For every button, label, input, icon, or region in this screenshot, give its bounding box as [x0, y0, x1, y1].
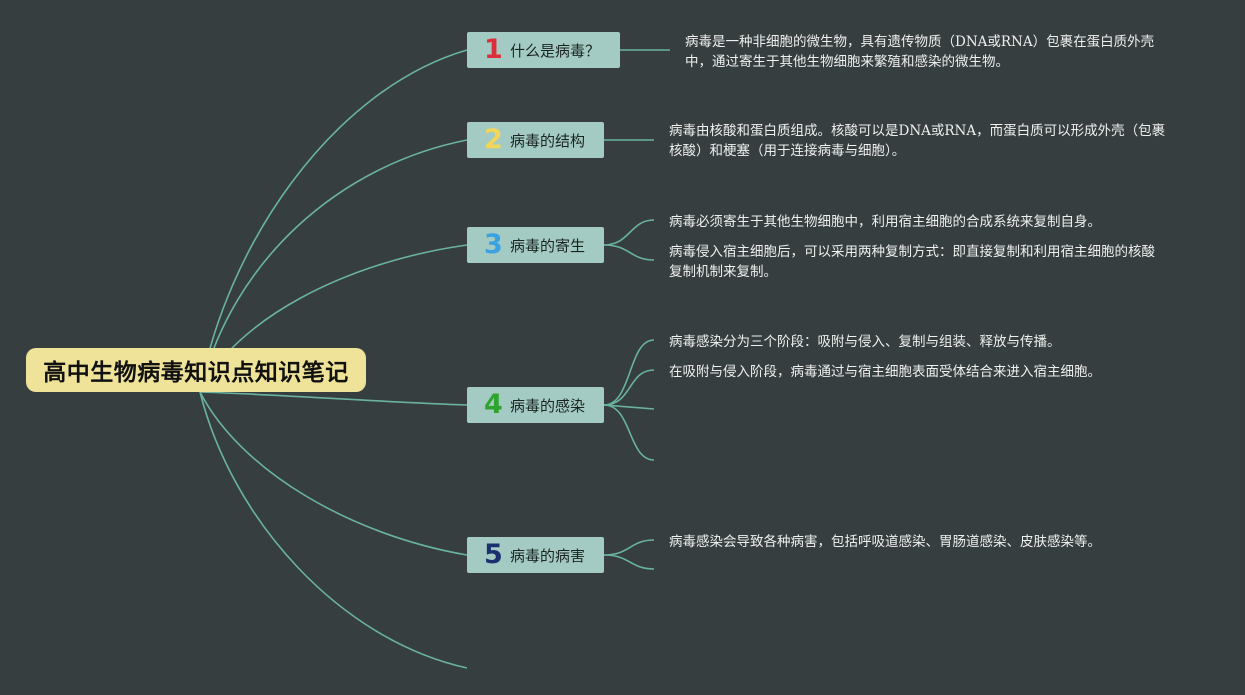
connector-topic5-note [603, 539, 655, 556]
note-parasitism-1[interactable]: 病毒必须寄生于其他生物细胞中，利用宿主细胞的合成系统来复制自身。 [669, 214, 1101, 230]
topic-structure[interactable]: 2 病毒的结构 [467, 122, 604, 158]
connector-root-topic1 [199, 49, 468, 393]
connector-root-topic5 [199, 391, 468, 556]
note-infection-1[interactable]: 病毒感染分为三个阶段：吸附与侵入、复制与组装、释放与传播。 [669, 334, 1061, 350]
connector-topic3-note1 [603, 219, 655, 246]
topic-number-2: 2 [484, 124, 503, 155]
topic-label: 什么是病毒？ [510, 41, 601, 60]
topic-label: 病毒的结构 [510, 131, 586, 150]
topic-infection[interactable]: 4 病毒的感染 [467, 387, 604, 423]
connector-topic4-branch3 [603, 404, 655, 410]
connector-root-topic4 [199, 391, 468, 406]
connector-topic4-note1 [603, 339, 655, 406]
note-disease[interactable]: 病毒感染会导致各种病害，包括呼吸道感染、胃肠道感染、皮肤感染等。 [669, 534, 1101, 550]
connector-topic5-branch2 [603, 554, 655, 570]
connector-topic4-branch4 [603, 404, 655, 461]
note-parasitism-2[interactable]: 病毒侵入宿主细胞后，可以采用两种复制方式：即直接复制和利用宿主细胞的核酸复制机制… [669, 244, 1155, 280]
connector-root-topic2 [199, 139, 468, 393]
connector-topic4-note2 [603, 369, 655, 406]
connector-topic3-note2 [603, 244, 655, 261]
note-structure[interactable]: 病毒由核酸和蛋白质组成。核酸可以是DNA或RNA，而蛋白质可以形成外壳（包裹核酸… [669, 123, 1166, 159]
note-what-is-virus[interactable]: 病毒是一种非细胞的微生物，具有遗传物质（DNA或RNA）包裹在蛋白质外壳中，通过… [685, 34, 1155, 70]
topic-what-is-virus[interactable]: 1 什么是病毒？ [467, 32, 620, 68]
topic-number-1: 1 [484, 34, 503, 65]
connector-root-extra [199, 391, 468, 669]
root-topic[interactable]: 高中生物病毒知识点知识笔记 [26, 348, 366, 392]
topic-number-3: 3 [484, 229, 503, 260]
topic-label: 病毒的感染 [510, 396, 586, 415]
topic-parasitism[interactable]: 3 病毒的寄生 [467, 227, 604, 263]
topic-number-5: 5 [484, 539, 503, 570]
topic-label: 病毒的病害 [510, 546, 586, 565]
note-infection-2[interactable]: 在吸附与侵入阶段，病毒通过与宿主细胞表面受体结合来进入宿主细胞。 [669, 364, 1101, 380]
topic-number-4: 4 [484, 389, 503, 420]
topic-label: 病毒的寄生 [510, 236, 586, 255]
topic-disease[interactable]: 5 病毒的病害 [467, 537, 604, 573]
